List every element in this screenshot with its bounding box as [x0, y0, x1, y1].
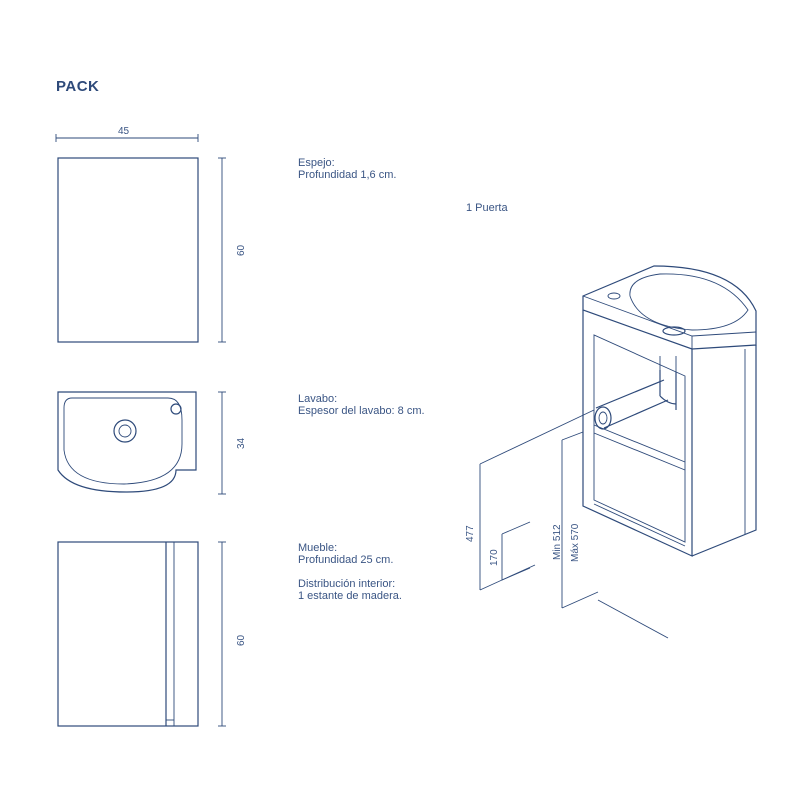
door-note: 1 Puerta	[466, 202, 508, 214]
assembly-170-top	[501, 521, 531, 535]
cabinet-drawing: 60	[57, 541, 247, 727]
cabinet-spec-interior-heading: Distribución interior:	[298, 578, 396, 590]
assembly-cabinet-front	[582, 310, 693, 557]
basin-height-label: 34	[236, 437, 247, 449]
mirror-spec: Espejo: Profundidad 1,6 cm.	[298, 157, 396, 181]
assembly-shelf-back	[593, 432, 686, 471]
assembly-faucet-hole	[607, 292, 621, 300]
assembly-cabinet-opening	[593, 334, 686, 543]
assembly-drain-pipe	[595, 379, 669, 429]
assembly-max-label: Máx 570	[570, 523, 581, 562]
assembly-drawing: 477 170 Min 512 Máx 570	[465, 265, 757, 639]
assembly-pipe-opening	[594, 406, 612, 430]
cabinet-spec: Mueble: Profundidad 25 cm. Distribución …	[298, 542, 402, 602]
mirror-height-label: 60	[236, 244, 247, 256]
cabinet-height-label: 60	[236, 634, 247, 646]
assembly-min-label: Min 512	[552, 524, 563, 560]
mirror-spec-depth: Profundidad 1,6 cm.	[298, 169, 397, 181]
cabinet-front-view	[57, 541, 199, 727]
faucet-hole	[170, 403, 182, 415]
assembly-477-label: 477	[465, 525, 476, 542]
basin-outline	[57, 391, 197, 493]
assembly-floor-line	[597, 599, 669, 639]
mirror-drawing: 45 60	[55, 126, 247, 343]
assembly-drain	[662, 326, 686, 336]
page-title: PACK	[56, 78, 100, 95]
assembly-floor-tick	[561, 591, 599, 609]
cabinet-spec-heading: Mueble:	[298, 542, 338, 554]
mirror-front-view	[57, 157, 199, 343]
cabinet-spec-depth: Profundidad 25 cm.	[298, 554, 394, 566]
assembly-basin-bowl	[629, 273, 749, 331]
assembly-shelf-front	[593, 424, 686, 463]
basin-spec-thickness: Espesor del lavabo: 8 cm.	[298, 405, 425, 417]
mirror-width-label: 45	[118, 126, 130, 137]
basin-drawing: 34	[57, 391, 247, 495]
basin-bowl	[63, 397, 183, 485]
assembly-477-extension	[479, 409, 595, 465]
basin-spec-heading: Lavabo:	[298, 393, 338, 405]
assembly-170-label: 170	[489, 549, 500, 566]
cabinet-spec-interior-shelf: 1 estante de madera.	[298, 590, 402, 602]
assembly-trap	[659, 370, 677, 410]
mirror-spec-heading: Espejo:	[298, 157, 335, 169]
basin-drain-outer	[113, 419, 137, 443]
assembly-basin-outline	[582, 265, 757, 350]
assembly-cabinet-side	[691, 345, 757, 557]
basin-drain-inner	[118, 424, 132, 438]
basin-spec: Lavabo: Espesor del lavabo: 8 cm.	[298, 393, 425, 417]
